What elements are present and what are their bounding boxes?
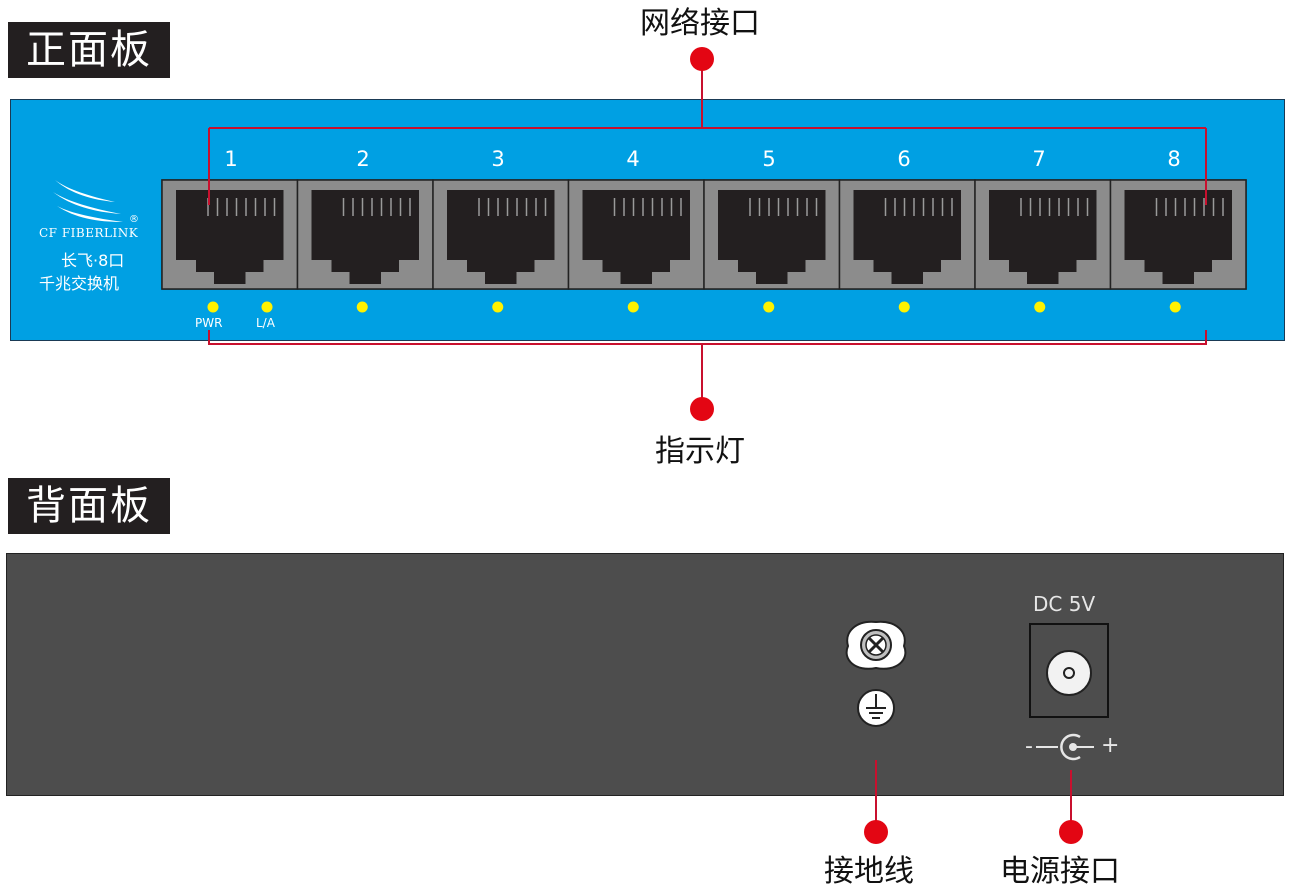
indicator-led-icon	[898, 301, 910, 313]
rj45-port-icon	[567, 179, 705, 290]
dc-power-jack-icon	[1029, 623, 1109, 718]
brand-name: CF FIBERLINK	[39, 226, 139, 240]
port-number: 4	[626, 147, 640, 171]
model-line-1: 长飞·8口	[61, 251, 125, 270]
rj45-port-icon	[703, 179, 841, 290]
rj45-port-icon	[838, 179, 976, 290]
front-panel-title: 正面板	[8, 22, 170, 78]
rj45-port-icon	[432, 179, 570, 290]
rj45-port-icon	[974, 179, 1112, 290]
led-label-link-activity: L/A	[256, 316, 275, 330]
callout-indicator-leds: 指示灯	[655, 434, 745, 469]
power-rating-label: DC 5V	[1033, 592, 1096, 616]
ground-screw-icon	[845, 620, 907, 670]
indicator-led-icon	[627, 301, 639, 313]
port-number: 5	[762, 147, 776, 171]
ground-symbol-icon	[857, 689, 895, 727]
led-label-pwr: PWR	[195, 316, 223, 330]
port-number: 8	[1167, 147, 1181, 171]
indicator-led-icon	[492, 301, 504, 313]
port-number: 7	[1032, 147, 1046, 171]
indicator-led-icon	[207, 301, 219, 313]
brand-wave-logo-icon	[53, 180, 123, 222]
back-panel-title: 背面板	[8, 478, 170, 534]
polarity-plus: +	[1101, 733, 1120, 758]
registered-mark: ®	[129, 214, 139, 225]
model-line-2: 千兆交换机	[39, 274, 120, 293]
callout-dot-network-ports	[690, 47, 714, 71]
callout-line-network-ports	[208, 59, 1207, 205]
port-number: 6	[897, 147, 911, 171]
callout-ground-wire: 接地线	[824, 854, 914, 889]
indicator-led-icon	[1169, 301, 1181, 313]
callout-dot-indicator-leds	[690, 397, 714, 421]
port-number: 3	[491, 147, 505, 171]
callout-dot-power-port	[1059, 820, 1083, 844]
callout-dot-ground-wire	[864, 820, 888, 844]
callout-line-indicator-leds	[208, 330, 1207, 408]
indicator-led-icon	[1034, 301, 1046, 313]
indicator-led-icon	[356, 301, 368, 313]
port-number: 2	[356, 147, 370, 171]
port-number: 1	[224, 147, 238, 171]
indicator-led-icon	[261, 301, 273, 313]
callout-power-port: 电源接口	[1000, 854, 1120, 889]
rj45-port-icon	[296, 179, 434, 290]
polarity-symbol-icon	[1036, 733, 1094, 761]
indicator-led-icon	[763, 301, 775, 313]
callout-network-ports: 网络接口	[640, 6, 760, 41]
rj45-port-icon	[161, 179, 299, 290]
polarity-minus: -	[1025, 734, 1033, 759]
rj45-port-icon	[1109, 179, 1247, 290]
